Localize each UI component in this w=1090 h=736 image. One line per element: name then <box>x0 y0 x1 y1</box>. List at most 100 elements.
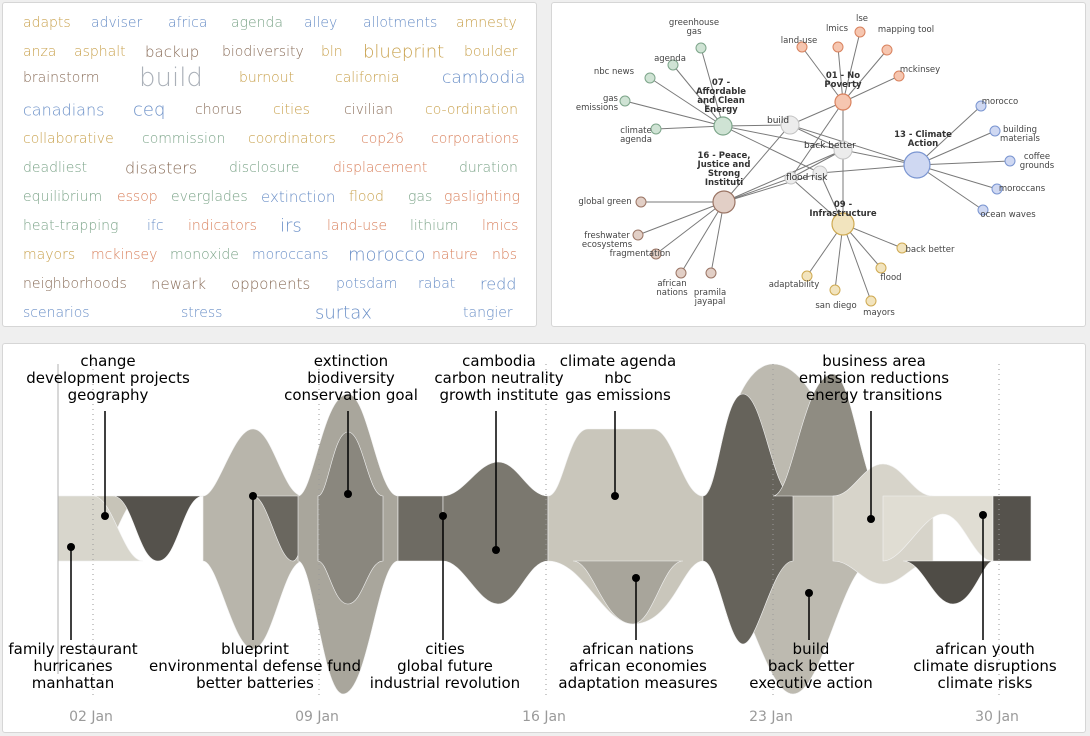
word-cloud-term[interactable]: biodiversity <box>222 44 304 60</box>
word-cloud-term[interactable]: rabat <box>418 276 456 292</box>
stream-band[interactable] <box>572 560 684 625</box>
word-cloud-term[interactable]: disclosure <box>229 160 300 176</box>
keyword-node[interactable] <box>896 242 908 254</box>
word-cloud-term[interactable]: opponents <box>231 275 311 293</box>
annotation-dot[interactable] <box>492 546 500 554</box>
word-cloud-term[interactable]: corporations <box>431 131 519 147</box>
keyword-node[interactable] <box>635 196 647 208</box>
annotation-dot[interactable] <box>805 589 813 597</box>
keyword-node[interactable] <box>619 95 631 107</box>
keyword-node[interactable] <box>875 262 887 274</box>
word-cloud-term[interactable]: lmics <box>482 218 519 234</box>
keyword-node[interactable] <box>865 295 877 307</box>
word-cloud-term[interactable]: cities <box>273 102 310 118</box>
word-cloud-term[interactable]: canadians <box>23 100 105 120</box>
keyword-node[interactable] <box>991 183 1003 195</box>
word-cloud-term[interactable]: mayors <box>23 247 76 263</box>
keyword-node[interactable] <box>977 204 989 216</box>
word-cloud-term[interactable]: cambodia <box>442 68 526 88</box>
stream-band[interactable] <box>112 495 204 562</box>
word-cloud-term[interactable]: civilian <box>344 102 393 118</box>
annotation-dot[interactable] <box>611 492 619 500</box>
word-cloud-term[interactable]: stress <box>181 305 223 321</box>
word-cloud-term[interactable]: scenarios <box>23 305 90 321</box>
word-cloud-term[interactable]: irs <box>280 215 302 237</box>
word-cloud-term[interactable]: boulder <box>464 44 518 60</box>
keyword-node[interactable] <box>780 115 800 135</box>
word-cloud-term[interactable]: co-ordination <box>425 102 518 118</box>
annotation-dot[interactable] <box>101 512 109 520</box>
annotation-dot[interactable] <box>249 492 257 500</box>
stream-band[interactable] <box>902 560 994 605</box>
stream-band[interactable] <box>317 431 384 605</box>
word-cloud-term[interactable]: adapts <box>23 15 71 31</box>
word-cloud-term[interactable]: brainstorm <box>23 70 100 86</box>
topic-hub-node[interactable] <box>712 190 736 214</box>
word-cloud-term[interactable]: extinction <box>261 188 336 206</box>
word-cloud-term[interactable]: africa <box>168 15 208 31</box>
word-cloud-term[interactable]: alley <box>304 15 338 31</box>
word-cloud-term[interactable]: coordinators <box>248 131 336 147</box>
annotation-dot[interactable] <box>979 511 987 519</box>
word-cloud-term[interactable]: newark <box>151 275 207 293</box>
word-cloud-term[interactable]: gaslighting <box>444 189 520 205</box>
word-cloud-term[interactable]: moroccans <box>252 247 329 263</box>
keyword-node[interactable] <box>801 270 813 282</box>
topic-hub-node[interactable] <box>834 93 852 111</box>
word-cloud-term[interactable]: asphalt <box>74 44 126 60</box>
keyword-node[interactable] <box>829 284 841 296</box>
word-cloud-term[interactable]: ifc <box>147 218 164 234</box>
stream-band[interactable] <box>397 495 444 562</box>
annotation-dot[interactable] <box>344 490 352 498</box>
keyword-node[interactable] <box>650 123 662 135</box>
annotation-dot[interactable] <box>439 512 447 520</box>
word-cloud-term[interactable]: agenda <box>231 15 283 31</box>
word-cloud-term[interactable]: cop26 <box>361 131 404 147</box>
keyword-node[interactable] <box>1004 155 1016 167</box>
word-cloud-term[interactable]: blueprint <box>363 41 445 63</box>
word-cloud-term[interactable]: anza <box>23 44 57 60</box>
word-cloud-term[interactable]: california <box>335 70 400 86</box>
word-cloud-term[interactable]: flood <box>349 189 384 205</box>
word-cloud-term[interactable]: redd <box>480 274 517 294</box>
word-cloud-term[interactable]: deadliest <box>23 160 88 176</box>
keyword-node[interactable] <box>644 72 656 84</box>
keyword-node[interactable] <box>812 165 828 181</box>
keyword-node[interactable] <box>832 41 844 53</box>
word-cloud-term[interactable]: bln <box>321 44 343 60</box>
word-cloud-term[interactable]: ceq <box>133 99 166 121</box>
word-cloud-term[interactable]: potsdam <box>336 276 398 292</box>
word-cloud-term[interactable]: nbs <box>492 247 518 263</box>
keyword-node[interactable] <box>784 171 798 185</box>
keyword-node[interactable] <box>632 229 644 241</box>
word-cloud-term[interactable]: nature <box>432 247 478 263</box>
word-cloud-term[interactable]: collaborative <box>23 131 114 147</box>
topic-hub-node[interactable] <box>903 151 931 179</box>
word-cloud-term[interactable]: surtax <box>315 302 372 324</box>
keyword-node[interactable] <box>833 140 853 160</box>
word-cloud-term[interactable]: mckinsey <box>91 247 158 263</box>
stream-band[interactable] <box>57 495 144 562</box>
keyword-node[interactable] <box>667 59 679 71</box>
word-cloud-term[interactable]: displacement <box>333 160 428 176</box>
word-cloud-term[interactable]: backup <box>145 43 200 61</box>
keyword-node[interactable] <box>796 41 808 53</box>
topic-hub-node[interactable] <box>713 116 733 136</box>
word-cloud-term[interactable]: amnesty <box>456 15 517 31</box>
word-cloud-term[interactable]: everglades <box>171 189 248 205</box>
word-cloud-term[interactable]: burnout <box>239 70 295 86</box>
keyword-node[interactable] <box>854 26 866 38</box>
keyword-node[interactable] <box>881 44 893 56</box>
word-cloud-term[interactable]: equilibrium <box>23 189 103 205</box>
keyword-node[interactable] <box>893 70 905 82</box>
keyword-node[interactable] <box>705 267 717 279</box>
annotation-dot[interactable] <box>632 574 640 582</box>
stream-band[interactable] <box>992 495 1032 562</box>
annotation-dot[interactable] <box>67 543 75 551</box>
word-cloud-term[interactable]: adviser <box>91 15 143 31</box>
word-cloud-term[interactable]: build <box>139 63 203 93</box>
keyword-node[interactable] <box>650 248 662 260</box>
word-cloud-term[interactable]: land-use <box>327 218 388 234</box>
